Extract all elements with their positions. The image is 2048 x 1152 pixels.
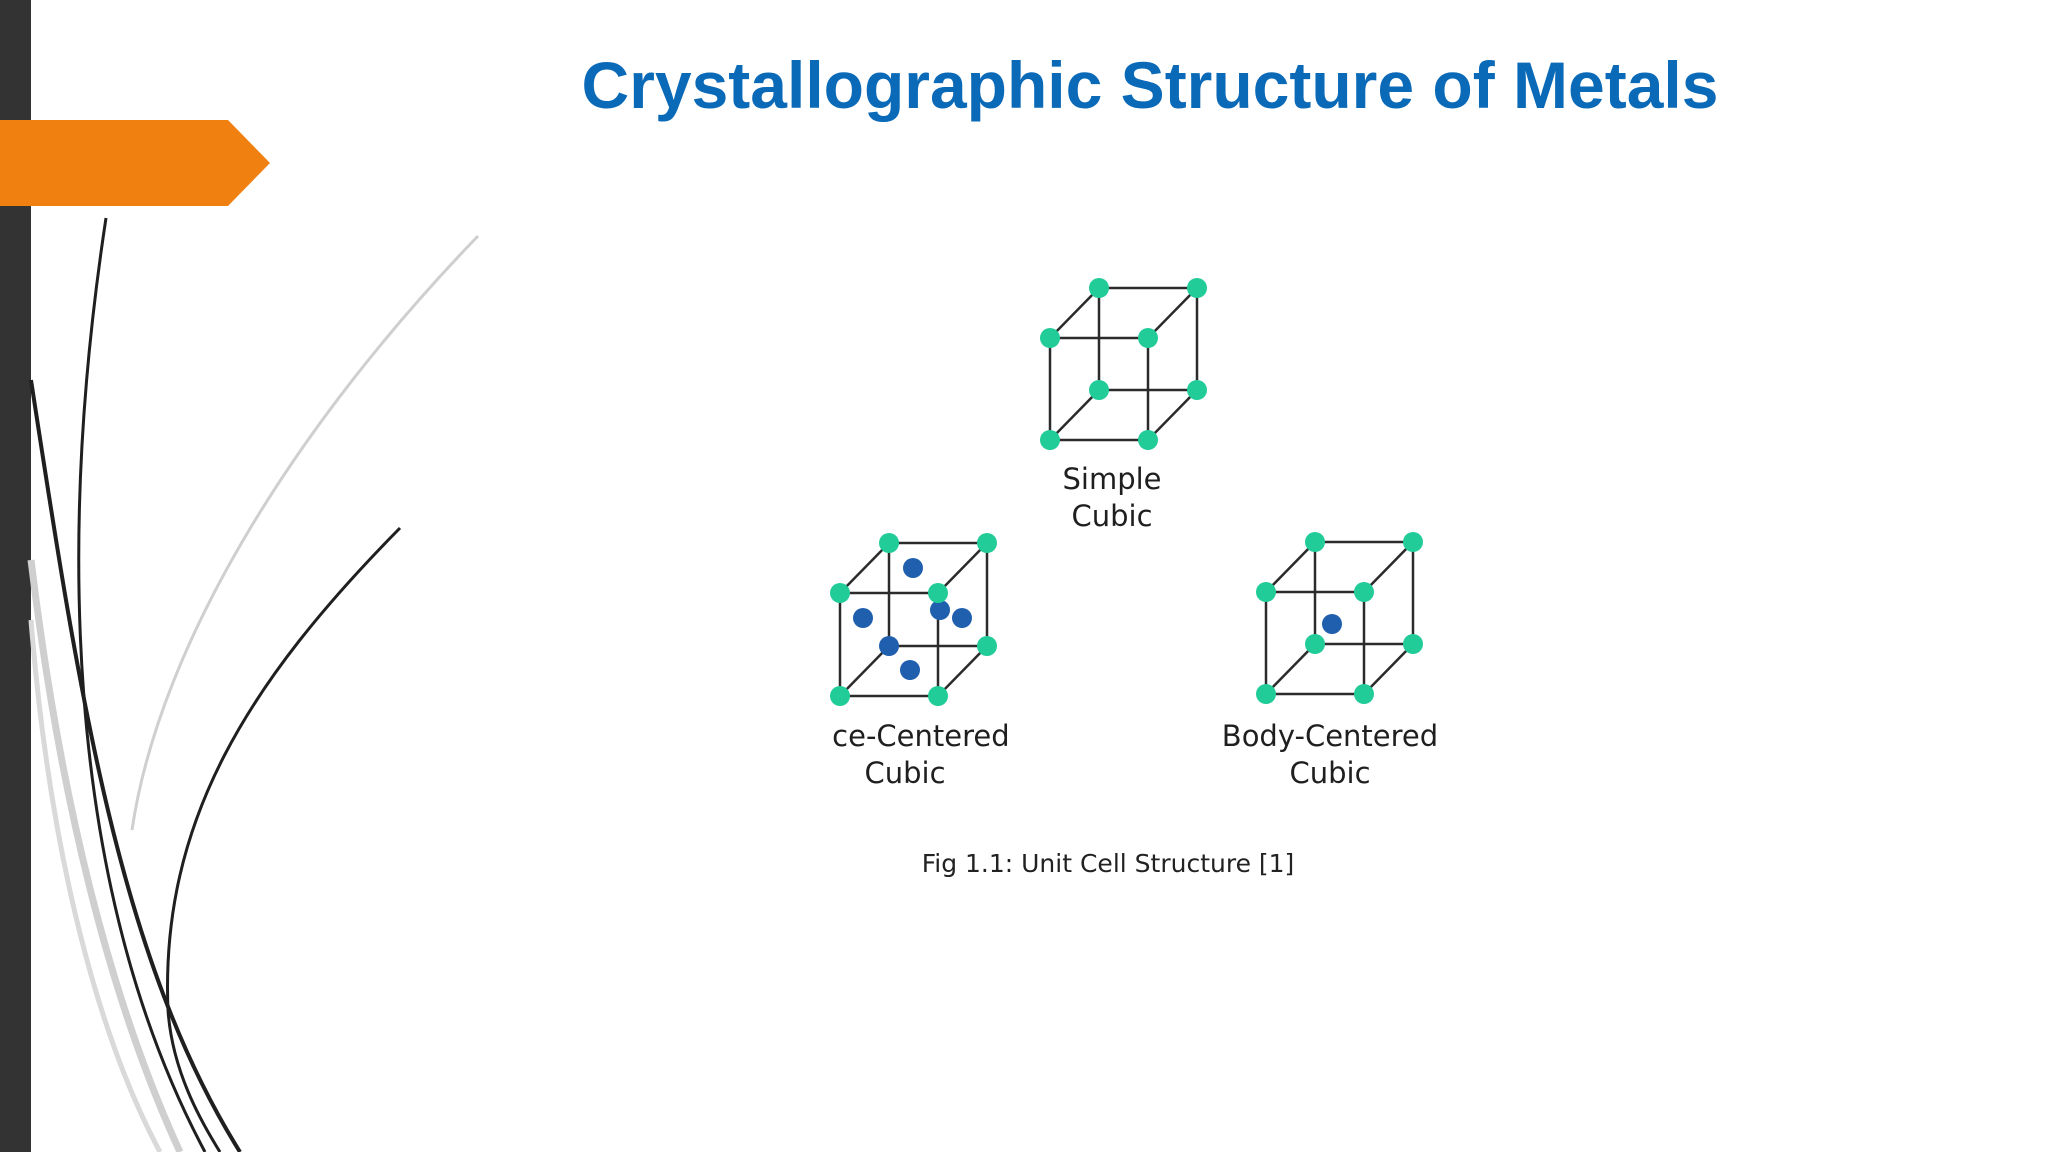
face-centered-label-line2: Cubic (864, 756, 945, 790)
body-centered-label-line2: Cubic (1289, 756, 1370, 790)
face-centered-label-line1: Face-Centered (830, 719, 1010, 753)
body-centered-label-line1: Body-Centered (1222, 719, 1438, 753)
simple-cubic-cell (1040, 278, 1207, 450)
simple-cubic-label-line1: Simple (1062, 462, 1161, 496)
orange-arrow-accent (0, 120, 270, 206)
body-centered-cubic-cell (1256, 532, 1423, 704)
decorative-curves (27, 217, 480, 1152)
figure-caption: Fig 1.1: Unit Cell Structure [1] (922, 849, 1295, 878)
simple-cubic-label-line2: Cubic (1071, 499, 1152, 533)
unit-cell-diagram: Simple Cubic Face-Centered Cubic (830, 278, 1438, 878)
slide-title: Crystallographic Structure of Metals (581, 48, 1719, 122)
face-centered-cubic-cell (830, 533, 997, 706)
